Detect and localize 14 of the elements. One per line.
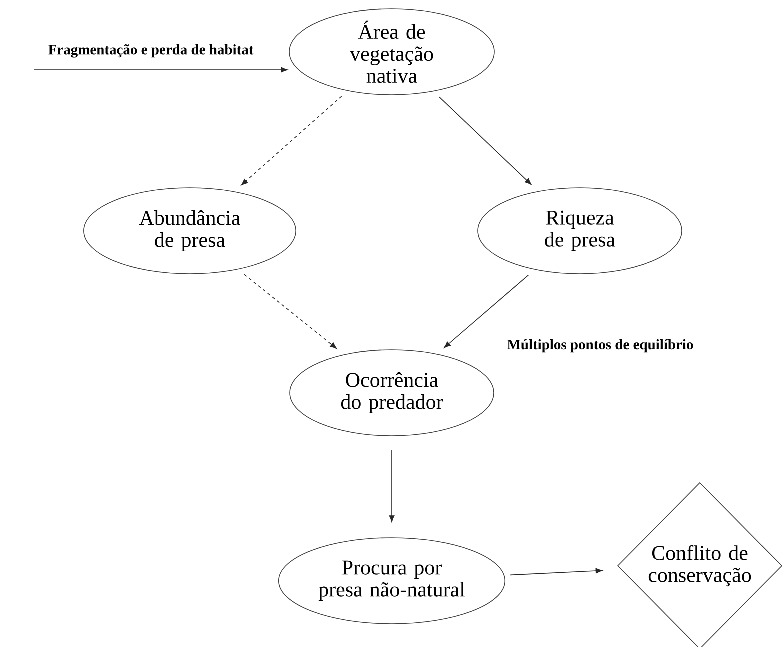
note-text: Múltiplos pontos de equilíbrio: [507, 339, 694, 353]
ellipse-node: Riqueza de presa: [478, 188, 682, 274]
arrow: [34, 67, 288, 73]
ellipse-node: Área de vegetação nativa: [289, 8, 495, 96]
arrow: [241, 96, 342, 186]
arrow: [244, 274, 338, 349]
ellipse-node: Ocorrência do predador: [290, 350, 494, 436]
edge-label: Fragmentação e perda de habitat: [48, 44, 254, 58]
arrow: [389, 450, 395, 522]
arrow: [444, 274, 530, 348]
ellipse-node: Procura por presa não-natural: [278, 538, 506, 624]
ellipse-node: Abundância de presa: [84, 188, 296, 274]
arrow: [510, 568, 603, 576]
arrow: [439, 96, 532, 186]
